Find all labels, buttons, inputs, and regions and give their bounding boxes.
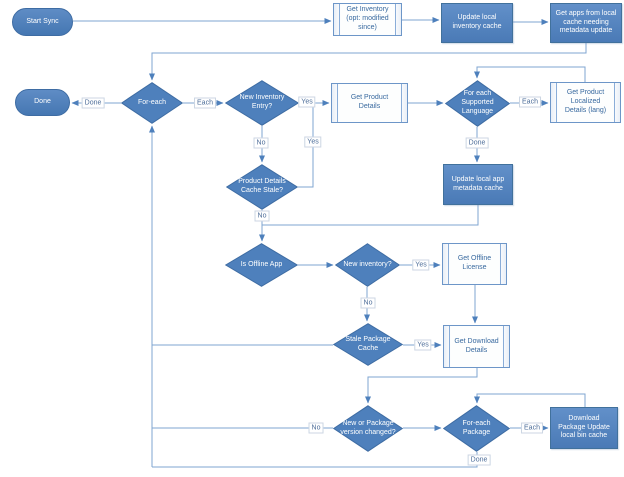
node-is-offline-app: Is Offline App	[225, 243, 298, 287]
diamond-shape	[225, 80, 299, 126]
diamond-shape	[335, 243, 400, 287]
node-get-offline-license: Get Offline License	[442, 243, 507, 285]
node-get-inventory: Get Inventory (opt: modified since)	[333, 3, 402, 36]
diamond-shape	[226, 164, 298, 210]
edge-label-new-or-package-version-no: No	[308, 422, 324, 434]
diamond-shape	[443, 405, 510, 452]
edge-label-new-inventory-no: No	[360, 297, 376, 309]
node-download-package-update-bin: Download Package Update local bin cache	[550, 407, 618, 449]
node-new-inventory-label: New inventory?	[343, 260, 392, 268]
node-update-local-app-metadata-cache: Update local app metadata cache	[443, 164, 513, 205]
edge-label-product-details-cache-stale-no: No	[254, 210, 270, 222]
edge-label-for-each-package-done: Done	[467, 454, 491, 466]
node-get-download-details-label: Get Download Details	[454, 337, 499, 354]
node-new-or-package-version-changed: New or Package version changed?	[333, 405, 403, 452]
node-for-each-label: For-each	[137, 98, 166, 106]
edge-label-supported-language-done: Done	[465, 137, 489, 149]
node-stale-package-cache-label: Stale Package Cache	[345, 335, 391, 352]
node-new-or-package-version-changed-label: New or Package version changed?	[340, 419, 396, 436]
connector-download-package-loop	[474, 393, 586, 407]
node-get-product-details: Get Product Details	[331, 83, 408, 123]
connector-localized-details-loop	[474, 66, 586, 82]
node-start-sync-label: Start Sync	[26, 17, 59, 25]
node-done-label: Done	[34, 98, 51, 106]
edge-label-supported-language-each: Each	[519, 96, 541, 108]
node-get-offline-license-label: Get Offline License	[457, 255, 492, 271]
connector-get-apps-to-for-each	[149, 43, 587, 81]
edge-label-stale-package-cache-yes: Yes	[414, 339, 432, 351]
diamond-shape	[333, 405, 403, 452]
node-get-product-details-label: Get Product Details	[350, 94, 389, 110]
node-for-each: For-each	[121, 82, 183, 124]
node-for-each-package: For-each Package	[443, 405, 510, 452]
node-get-apps-needing-update: Get apps from local cache needing metada…	[550, 3, 622, 43]
connector-update-metadata-to-is-offline	[262, 205, 479, 226]
edge-label-for-each-package-each: Each	[521, 422, 543, 434]
edge-label-product-details-cache-stale-yes: Yes	[304, 136, 322, 148]
node-new-inventory: New inventory?	[335, 243, 400, 287]
connector-for-each-package-done-to-trunk	[152, 452, 478, 468]
diamond-shape	[121, 82, 183, 124]
node-new-inventory-entry-label: New Inventory Entry?	[239, 94, 285, 110]
node-start-sync: Start Sync	[12, 8, 73, 36]
node-product-details-cache-stale-label: Product Details Cache Stale?	[238, 178, 286, 194]
node-done: Done	[15, 89, 70, 116]
node-download-package-update-bin-label: Download Package Update local bin cache	[558, 414, 610, 440]
node-for-each-package-label: For-each Package	[462, 419, 491, 436]
edge-label-for-each-done: Done	[81, 97, 105, 109]
edge-label-new-inventory-entry-no: No	[253, 137, 269, 149]
edge-label-new-inventory-entry-yes: Yes	[298, 96, 316, 108]
connector-download-details-to-version-check	[365, 368, 478, 404]
diamond-shape	[445, 80, 510, 127]
node-get-product-localized-details-label: Get Product Localized Details (lang)	[564, 89, 607, 114]
node-for-each-supported-language-label: For each Supported Language	[461, 90, 494, 115]
diamond-shape	[333, 323, 403, 366]
node-get-apps-needing-update-label: Get apps from local cache needing metada…	[555, 9, 617, 35]
node-is-offline-app-label: Is Offline App	[240, 260, 283, 268]
node-get-product-localized-details: Get Product Localized Details (lang)	[550, 82, 621, 123]
node-for-each-supported-language: For each Supported Language	[445, 80, 510, 127]
edge-label-for-each-each: Each	[194, 97, 216, 109]
node-new-inventory-entry: New Inventory Entry?	[225, 80, 299, 126]
connector-product-details-stale-yes	[298, 103, 314, 188]
node-update-local-inventory-cache-label: Update local inventory cache	[452, 14, 502, 30]
edge-label-new-inventory-yes: Yes	[412, 259, 430, 271]
node-update-local-inventory-cache: Update local inventory cache	[441, 3, 513, 43]
node-product-details-cache-stale: Product Details Cache Stale?	[226, 164, 298, 210]
node-update-local-app-metadata-cache-label: Update local app metadata cache	[451, 175, 505, 192]
node-stale-package-cache: Stale Package Cache	[333, 323, 403, 366]
diamond-shape	[225, 243, 298, 287]
node-get-inventory-label: Get Inventory (opt: modified since)	[346, 6, 389, 31]
node-get-download-details: Get Download Details	[443, 325, 510, 368]
